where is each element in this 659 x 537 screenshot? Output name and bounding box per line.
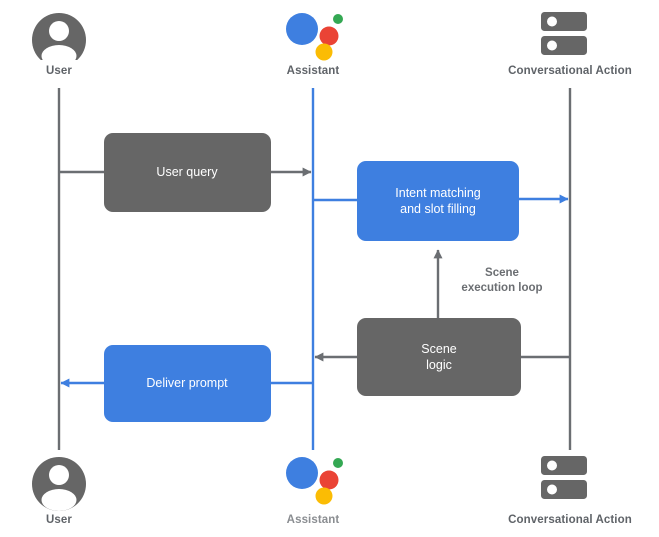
lane-label-conversational-action-bottom: Conversational Action [508, 514, 632, 526]
user-avatar-icon [32, 13, 86, 75]
google-assistant-icon-bottom [286, 457, 343, 505]
lane-label-user-top: User [46, 65, 72, 77]
node-deliver-prompt[interactable] [104, 345, 271, 422]
google-assistant-icon [286, 13, 343, 61]
node-user-query[interactable] [104, 133, 271, 212]
server-stack-icon [541, 12, 587, 55]
lane-label-conversational-action-top: Conversational Action [508, 65, 632, 77]
lane-label-assistant-bottom: Assistant [286, 514, 340, 526]
lane-label-assistant-top: Assistant [286, 65, 340, 77]
annotation-scene-execution-loop: Scene execution loop [461, 267, 543, 294]
node-scene-logic[interactable] [357, 318, 521, 396]
node-intent-matching[interactable] [357, 161, 519, 241]
server-stack-icon-bottom [541, 456, 587, 499]
user-avatar-icon-bottom [32, 457, 86, 519]
lane-label-user-bottom: User [46, 514, 72, 526]
